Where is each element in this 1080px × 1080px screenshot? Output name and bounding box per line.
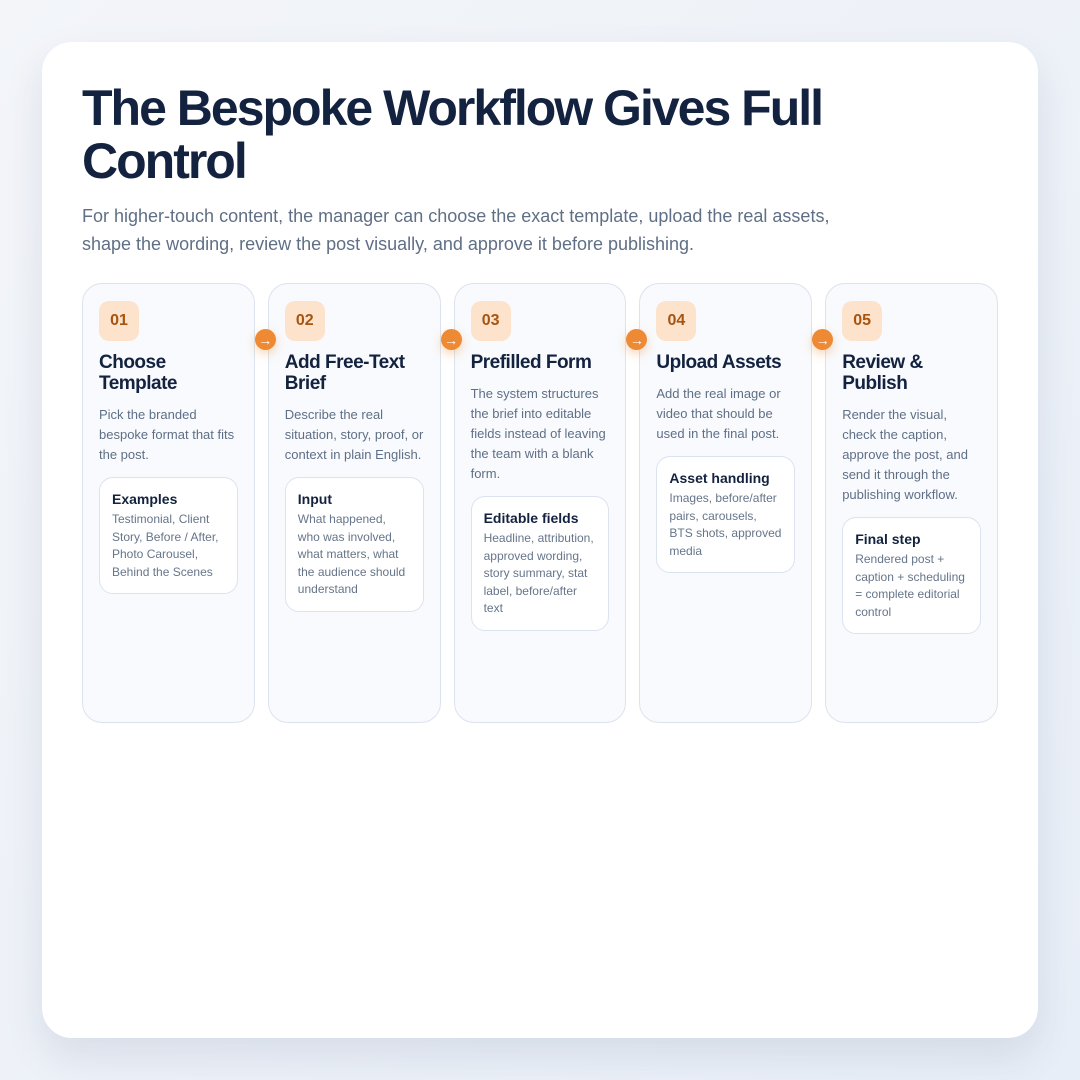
detail-title: Final step [855,531,921,547]
step-detail-box: Editable fields Headline, attribution, a… [470,496,610,631]
arrow-right-icon: → [812,329,834,350]
detail-title: Asset handling [669,470,770,486]
detail-text: Headline, attribution, approved wording,… [483,531,594,615]
detail-title: Editable fields [483,510,579,526]
step-detail-box: Final step Rendered post + caption + sch… [842,517,981,634]
arrow-right-icon: → [626,329,648,350]
detail-title: Examples [112,491,178,507]
step-title: Review & Publish [842,352,923,394]
step-card-free-text-brief: 02 Add Free-Text Brief Describe the real… [267,283,462,723]
page-subtitle: For higher-touch content, the manager ca… [82,206,830,254]
detail-text: What happened, who was involved, what ma… [297,512,406,596]
step-title: Upload Assets [656,352,782,373]
step-title: Choose Template [99,352,178,394]
arrow-right-icon: → [440,329,462,350]
step-detail-box: Examples Testimonial, Client Story, Befo… [99,477,238,594]
detail-text: Testimonial, Client Story, Before / Afte… [112,512,219,579]
step-description: Describe the real situation, story, proo… [284,407,424,462]
step-number-badge: 02 [284,301,325,341]
step-number-badge: 04 [656,301,697,341]
step-title: Add Free-Text Brief [284,352,405,394]
page-title: The Bespoke Workflow Gives Full Control [82,80,824,189]
step-description: The system structures the brief into edi… [470,386,606,481]
arrow-right-icon: → [254,329,276,350]
step-number-badge: 03 [470,301,511,341]
step-detail-box: Asset handling Images, before/after pair… [656,456,796,573]
step-description: Render the visual, check the caption, ap… [842,407,968,502]
step-description: Add the real image or video that should … [656,386,781,441]
step-title: Prefilled Form [470,352,592,373]
step-description: Pick the branded bespoke format that fit… [99,407,235,462]
step-card-prefilled-form: 03 Prefilled Form The system structures … [453,283,648,723]
step-number-badge: 05 [842,301,883,341]
step-card-choose-template: 01 Choose Template Pick the branded besp… [82,283,276,723]
detail-text: Images, before/after pairs, carousels, B… [669,491,782,558]
step-card-review-publish: 05 Review & Publish Render the visual, c… [825,283,998,723]
step-number-badge: 01 [99,301,139,341]
detail-text: Rendered post + caption + scheduling = c… [855,552,965,619]
detail-title: Input [297,491,333,507]
slide-card: The Bespoke Workflow Gives Full Control … [42,42,1038,1038]
step-card-upload-assets: 04 Upload Assets Add the real image or v… [639,283,834,723]
step-detail-box: Input What happened, who was involved, w… [284,477,424,612]
workflow-steps: 01 Choose Template Pick the branded besp… [82,283,998,723]
